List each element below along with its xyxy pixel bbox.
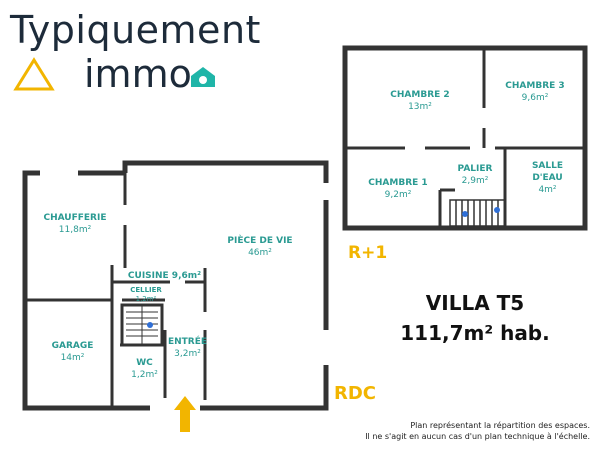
level-label-r1: R+1: [348, 243, 388, 263]
villa-title: VILLA T5: [425, 291, 525, 315]
disclaimer-note: Plan représentant la répartition des esp…: [365, 420, 590, 442]
room-garage: GARAGE 14m²: [40, 340, 105, 364]
rdc-inner-walls: [25, 163, 207, 408]
brand-triangle-icon: [13, 57, 55, 91]
room-area: 13m²: [408, 102, 432, 112]
r1-inner-walls: [345, 48, 585, 228]
room-area: 11,8m²: [58, 225, 92, 235]
disclaimer-line-1: Plan représentant la répartition des esp…: [410, 421, 590, 430]
room-area: 4m²: [538, 185, 557, 195]
villa-surface: 111,7m² hab.: [400, 321, 550, 345]
level-label-rdc: RDC: [334, 383, 377, 404]
room-area: 46m²: [248, 248, 272, 258]
room-name: CHAMBRE 1: [368, 178, 428, 188]
room-cuisine: CUISINE 9,6m²: [122, 270, 207, 282]
brand-logo: Typiquement immo: [10, 8, 340, 96]
room-entree: ENTRÉE 3,2m²: [165, 336, 210, 360]
room-area: 1,2m²: [135, 295, 157, 303]
room-area: 14m²: [60, 353, 85, 363]
room-chaufferie: CHAUFFERIE 11,8m²: [35, 212, 115, 236]
room-name: CHAMBRE 3: [505, 81, 565, 91]
disclaimer-line-2: Il ne s'agit en aucun cas d'un plan tech…: [365, 432, 590, 441]
rdc-stairs: [126, 306, 158, 344]
room-name: SALLE: [531, 161, 564, 171]
room-area: 2,9m²: [461, 176, 489, 186]
room-wc: WC 1,2m²: [122, 357, 167, 381]
room-area: 1,2m²: [131, 370, 158, 380]
brand-name-line2: immo: [84, 52, 192, 96]
entrance-arrow-icon: [174, 396, 196, 432]
room-chambre-1: CHAMBRE 1 9,2m²: [358, 177, 438, 201]
room-name: PALIER: [457, 164, 493, 174]
r1-stair-marker-icon-2: [494, 207, 500, 213]
room-chambre-2: CHAMBRE 2 13m²: [380, 89, 460, 113]
brand-name-line1: Typiquement: [10, 8, 261, 52]
rdc-stair-marker-icon: [147, 322, 153, 328]
room-name: CHAMBRE 2: [390, 90, 450, 100]
room-chambre-3: CHAMBRE 3 9,6m²: [495, 80, 575, 104]
room-salle-eau: SALLE D'EAU 4m²: [515, 160, 580, 196]
brand-house-icon: [191, 67, 215, 87]
room-area: 3,2m²: [174, 349, 201, 359]
room-cellier: CELLIER 1,2m²: [124, 286, 168, 304]
room-area: 9,6m²: [521, 93, 549, 103]
room-piece-de-vie: PIÈCE DE VIE 46m²: [215, 235, 305, 259]
room-name: PIÈCE DE VIE: [227, 236, 293, 246]
room-name: GARAGE: [51, 341, 94, 351]
room-name: CHAUFFERIE: [43, 213, 107, 223]
room-area: 9,2m²: [384, 190, 412, 200]
room-name: WC: [136, 358, 153, 368]
r1-walls: [342, 45, 588, 231]
rdc-walls: [22, 160, 329, 411]
room-name: CUISINE 9,6m²: [127, 271, 202, 281]
room-name: ENTRÉE: [167, 337, 208, 347]
room-name-2: D'EAU: [532, 173, 563, 183]
r1-stairs: [449, 199, 506, 227]
r1-stair-marker-icon: [462, 211, 468, 217]
room-palier: PALIER 2,9m²: [450, 163, 500, 187]
room-name: CELLIER: [130, 286, 162, 294]
